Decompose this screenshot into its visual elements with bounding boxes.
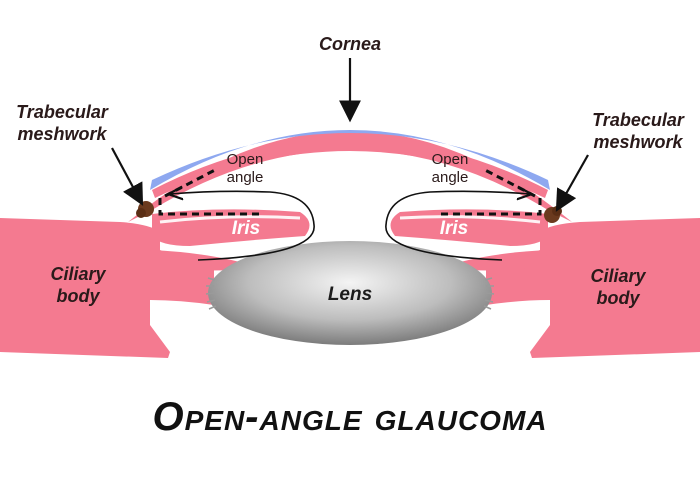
right-ciliary-label-1: Ciliary	[590, 266, 646, 286]
right-open-angle-label-2: angle	[432, 169, 469, 186]
right-trabecular-label-1: Trabecular	[592, 110, 685, 130]
left-trabecular-pointer	[111, 147, 144, 206]
left-trabecular-label-1: Trabecular	[16, 102, 109, 122]
diagram-title: Open-angle glaucoma	[152, 395, 548, 439]
right-flow-arrow	[385, 191, 530, 261]
left-ciliary-label-1: Ciliary	[50, 264, 106, 284]
left-iris-label: Iris	[232, 218, 261, 239]
left-open-angle-label-1: Open	[227, 151, 264, 168]
right-trabecular-pointer	[555, 154, 589, 212]
lens	[208, 241, 492, 345]
left-ciliary-label-2: body	[57, 286, 101, 306]
lens-label: Lens	[328, 284, 372, 305]
right-angle-dashed	[438, 168, 542, 216]
cornea-label: Cornea	[319, 34, 381, 54]
right-trabecular-label-2: meshwork	[593, 132, 683, 152]
cornea-outer	[128, 131, 572, 222]
left-angle-dashed	[158, 168, 262, 216]
cornea-blue-layer	[150, 130, 550, 190]
left-open-angle-label-2: angle	[227, 169, 264, 186]
left-flow-arrow	[170, 191, 315, 261]
right-ciliary-label-2: body	[597, 288, 641, 308]
left-trabecular-label-2: meshwork	[17, 124, 107, 144]
right-open-angle-label-1: Open	[432, 151, 469, 168]
right-iris-label: Iris	[440, 218, 469, 239]
